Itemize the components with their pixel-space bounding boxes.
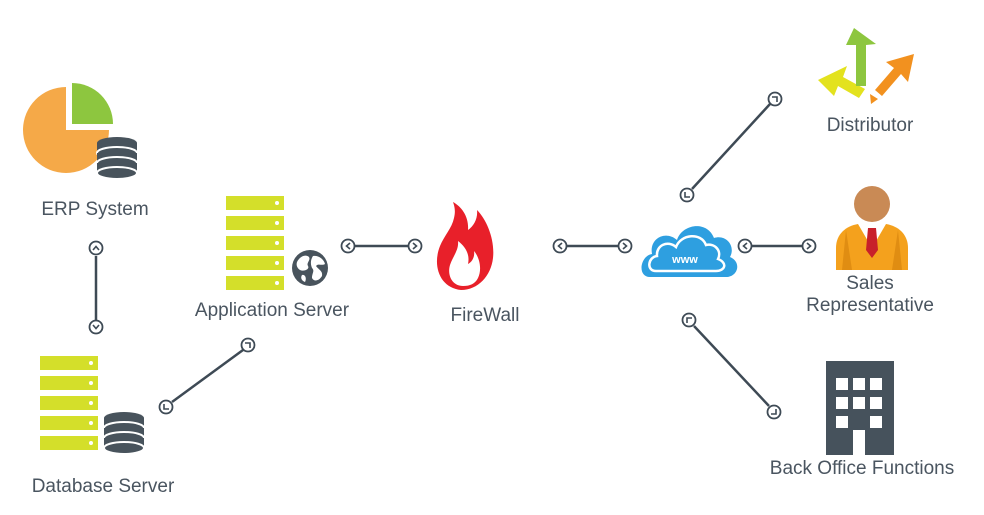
connector-database-appserver	[158, 337, 256, 415]
chevron-down-icon	[88, 319, 104, 335]
chevron-right-icon	[407, 238, 423, 254]
firewall-label: FireWall	[450, 305, 520, 326]
pie-chart-icon	[23, 83, 113, 173]
connector-erp-database	[88, 240, 104, 335]
corner-arrow-icon	[158, 399, 174, 415]
sales-representative-node	[836, 186, 908, 270]
connector-firewall-internet	[552, 238, 633, 254]
server-rack-icon	[40, 356, 98, 450]
erp-system-node	[23, 83, 138, 180]
corner-arrow-icon	[679, 187, 695, 203]
connector-internet-backoffice	[681, 312, 782, 420]
chevron-right-icon	[617, 238, 633, 254]
corner-arrow-icon	[766, 404, 782, 420]
corner-arrow-icon	[681, 312, 697, 328]
chevron-left-icon	[552, 238, 568, 254]
corner-arrow-icon	[767, 91, 783, 107]
database-server-node	[40, 356, 145, 455]
chevron-left-icon	[340, 238, 356, 254]
database-server-label: Database Server	[31, 476, 175, 497]
connector-internet-distributor	[679, 91, 783, 203]
application-server-label: Application Server	[194, 300, 350, 321]
chevron-left-icon	[737, 238, 753, 254]
arrows-icon	[818, 28, 914, 104]
cloud-icon: www	[641, 226, 738, 277]
www-label: www	[671, 254, 698, 266]
building-icon	[826, 361, 894, 455]
firewall-node	[436, 202, 494, 290]
connector-internet-sales	[737, 238, 817, 254]
flame-icon	[436, 202, 494, 290]
distributor-label: Distributor	[826, 115, 914, 136]
database-icon	[96, 136, 138, 180]
back-office-label: Back Office Functions	[769, 458, 955, 479]
database-icon	[103, 411, 145, 455]
connector-appserver-firewall	[340, 238, 423, 254]
chevron-right-icon	[801, 238, 817, 254]
globe-icon	[289, 247, 331, 289]
sales-representative-label-line2: Representative	[806, 295, 934, 316]
server-rack-icon	[226, 196, 284, 290]
internet-node: www	[641, 226, 738, 277]
sales-representative-label-line1: Sales	[846, 273, 894, 294]
back-office-node	[826, 361, 894, 455]
corner-arrow-icon	[240, 337, 256, 353]
person-icon	[836, 186, 908, 270]
application-server-node	[226, 196, 331, 290]
distributor-node	[818, 28, 914, 104]
erp-system-label: ERP System	[41, 199, 149, 220]
chevron-up-icon	[88, 240, 104, 256]
